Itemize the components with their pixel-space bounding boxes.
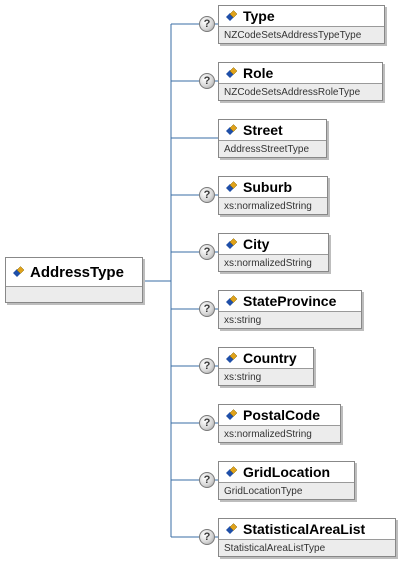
optional-marker-icon: ?: [199, 16, 215, 32]
root-element-addresstype[interactable]: AddressType: [5, 257, 143, 303]
optional-marker-icon: ?: [199, 187, 215, 203]
element-type: AddressStreetType: [219, 140, 326, 157]
element-title: Country: [219, 348, 313, 368]
element-name: Country: [243, 350, 297, 366]
optional-marker-icon: ?: [199, 244, 215, 260]
element-type: xs:normalizedString: [219, 197, 327, 214]
element-type: StatisticalAreaListType: [219, 539, 395, 556]
element-title: StatisticalAreaList: [219, 519, 395, 539]
optional-marker-icon: ?: [199, 358, 215, 374]
element-city[interactable]: City xs:normalizedString: [218, 233, 329, 272]
element-type: xs:normalizedString: [219, 425, 340, 442]
element-name: Type: [243, 8, 275, 24]
optional-marker-icon: ?: [199, 415, 215, 431]
element-type: NZCodeSetsAddressTypeType: [219, 26, 384, 43]
element-icon: [13, 266, 25, 277]
element-icon: [226, 181, 238, 192]
element-icon: [226, 238, 238, 249]
element-title: GridLocation: [219, 462, 354, 482]
root-title: AddressType: [6, 258, 142, 286]
element-name: Role: [243, 65, 274, 81]
optional-marker-icon: ?: [199, 529, 215, 545]
element-title: Type: [219, 6, 384, 26]
element-icon: [226, 409, 238, 420]
element-icon: [226, 523, 238, 534]
element-name: StateProvince: [243, 293, 337, 309]
element-icon: [226, 466, 238, 477]
element-title: StateProvince: [219, 291, 361, 311]
element-title: Street: [219, 120, 326, 140]
element-type: xs:string: [219, 311, 361, 328]
element-icon: [226, 10, 238, 21]
element-title: Suburb: [219, 177, 327, 197]
element-title: PostalCode: [219, 405, 340, 425]
element-icon: [226, 67, 238, 78]
element-type: GridLocationType: [219, 482, 354, 499]
element-title: City: [219, 234, 328, 254]
root-name: AddressType: [30, 263, 124, 281]
element-type: xs:string: [219, 368, 313, 385]
element-icon: [226, 352, 238, 363]
element-name: StatisticalAreaList: [243, 521, 366, 537]
element-icon: [226, 295, 238, 306]
optional-marker-icon: ?: [199, 472, 215, 488]
root-type-band: [6, 286, 142, 302]
element-name: Street: [243, 122, 283, 138]
optional-marker-icon: ?: [199, 73, 215, 89]
element-type: xs:normalizedString: [219, 254, 328, 271]
element-type: NZCodeSetsAddressRoleType: [219, 83, 382, 100]
element-country[interactable]: Country xs:string: [218, 347, 314, 386]
element-stateprovince[interactable]: StateProvince xs:string: [218, 290, 362, 329]
element-postalcode[interactable]: PostalCode xs:normalizedString: [218, 404, 341, 443]
element-title: Role: [219, 63, 382, 83]
element-icon: [226, 124, 238, 135]
optional-marker-icon: ?: [199, 301, 215, 317]
element-name: GridLocation: [243, 464, 331, 480]
element-suburb[interactable]: Suburb xs:normalizedString: [218, 176, 328, 215]
element-name: City: [243, 236, 270, 252]
element-name: Suburb: [243, 179, 292, 195]
element-name: PostalCode: [243, 407, 321, 423]
